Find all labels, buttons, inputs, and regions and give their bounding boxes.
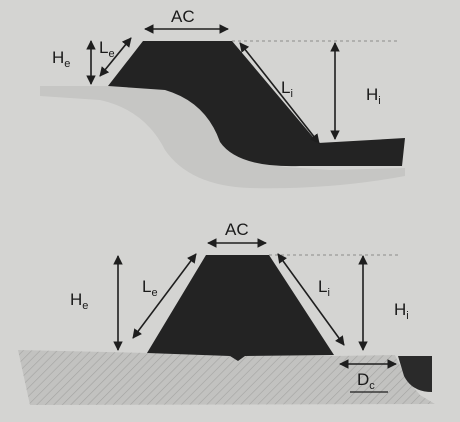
bottom-dc-label: Dc xyxy=(357,370,375,392)
top-li-dimension xyxy=(239,42,320,144)
top-le-dimension xyxy=(99,37,132,77)
top-ground xyxy=(40,86,405,189)
top-li-label: Li xyxy=(281,78,293,100)
bottom-li-label: Li xyxy=(318,277,330,299)
top-diagram: AC He Le Li Hi xyxy=(40,7,405,189)
bottom-downstream-water xyxy=(398,356,432,392)
bottom-le-label: Le xyxy=(142,277,158,299)
bottom-ac-label: AC xyxy=(225,220,249,239)
top-hi-label: Hi xyxy=(366,85,381,107)
bottom-he-label: He xyxy=(70,290,88,312)
top-ac-label: AC xyxy=(171,7,195,26)
bottom-diagram: AC He Le Li Hi Dc xyxy=(18,220,435,405)
bottom-li-dimension xyxy=(277,253,345,346)
bottom-hi-label: Hi xyxy=(394,300,409,322)
top-he-label: He xyxy=(52,48,70,70)
bottom-dam-body xyxy=(147,255,334,361)
bottom-ground xyxy=(18,350,435,405)
bottom-le-dimension xyxy=(132,253,197,339)
top-le-label: Le xyxy=(99,38,115,60)
